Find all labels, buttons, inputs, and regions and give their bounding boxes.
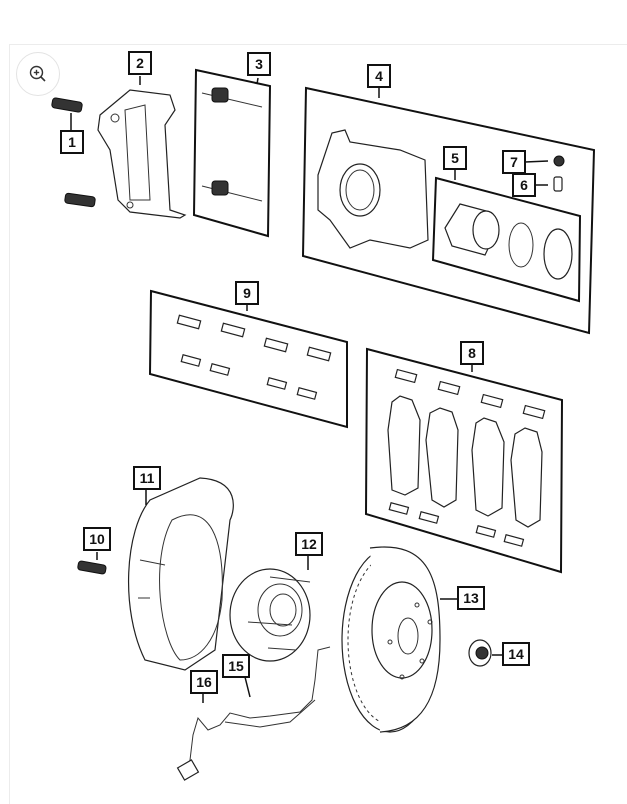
callout-10[interactable]: 10 <box>83 527 111 551</box>
svg-text:10: 10 <box>89 531 105 547</box>
callout-8[interactable]: 8 <box>460 341 484 365</box>
kit-outline-3 <box>192 68 272 238</box>
callout-4[interactable]: 4 <box>367 64 391 88</box>
bolt-part-1[interactable] <box>51 97 96 208</box>
svg-text:4: 4 <box>375 68 383 84</box>
piston-part[interactable] <box>444 203 573 280</box>
guide-pin-part[interactable] <box>201 87 263 202</box>
svg-text:5: 5 <box>451 150 459 166</box>
svg-text:1: 1 <box>68 134 76 150</box>
kit-outline-4 <box>301 86 596 335</box>
callout-16[interactable]: 16 <box>190 670 218 694</box>
leader-line-3 <box>256 77 259 85</box>
zoom-in-icon <box>29 65 46 82</box>
hub-nut-part[interactable] <box>468 639 492 667</box>
svg-text:16: 16 <box>196 674 212 690</box>
diagram-frame <box>9 44 627 804</box>
callout-6[interactable]: 6 <box>512 173 536 197</box>
callout-5[interactable]: 5 <box>443 146 467 170</box>
brake-pad-part[interactable] <box>387 368 546 547</box>
callout-11[interactable]: 11 <box>133 466 161 490</box>
kit-outline-8 <box>364 347 564 574</box>
svg-text:14: 14 <box>508 646 524 662</box>
svg-text:12: 12 <box>301 536 317 552</box>
callout-14[interactable]: 14 <box>502 642 530 666</box>
svg-text:15: 15 <box>228 658 244 674</box>
bolt-part-10[interactable] <box>77 560 107 575</box>
kit-outline-9 <box>148 289 348 429</box>
callout-12[interactable]: 12 <box>295 532 323 556</box>
svg-text:9: 9 <box>243 285 251 301</box>
svg-text:13: 13 <box>463 590 479 606</box>
callout-13[interactable]: 13 <box>457 586 485 610</box>
caliper-part[interactable] <box>317 129 429 249</box>
callout-2[interactable]: 2 <box>128 51 152 75</box>
bleeder-cap-part[interactable] <box>553 155 565 167</box>
pad-clip-part[interactable] <box>176 314 332 400</box>
caliper-bracket-part[interactable] <box>97 89 187 219</box>
kit-outline-5 <box>431 176 582 303</box>
callout-3[interactable]: 3 <box>247 52 271 76</box>
svg-text:3: 3 <box>255 56 263 72</box>
svg-text:8: 8 <box>468 345 476 361</box>
zoom-in-button[interactable] <box>16 52 60 96</box>
bleeder-screw-part[interactable] <box>553 176 563 192</box>
svg-text:2: 2 <box>136 55 144 71</box>
splash-shield-part[interactable] <box>128 477 234 671</box>
leader-line-15 <box>244 676 251 698</box>
callout-9[interactable]: 9 <box>235 281 259 305</box>
svg-text:6: 6 <box>520 177 528 193</box>
svg-text:11: 11 <box>140 470 155 486</box>
hub-bearing-part[interactable] <box>229 568 311 662</box>
wheel-speed-sensor-part[interactable] <box>176 646 331 781</box>
leader-line-7 <box>524 160 549 163</box>
svg-text:7: 7 <box>510 154 518 170</box>
callout-1[interactable]: 1 <box>60 130 84 154</box>
callout-7[interactable]: 7 <box>502 150 526 174</box>
brake-rotor-part[interactable] <box>341 546 441 733</box>
callout-15[interactable]: 15 <box>222 654 250 678</box>
